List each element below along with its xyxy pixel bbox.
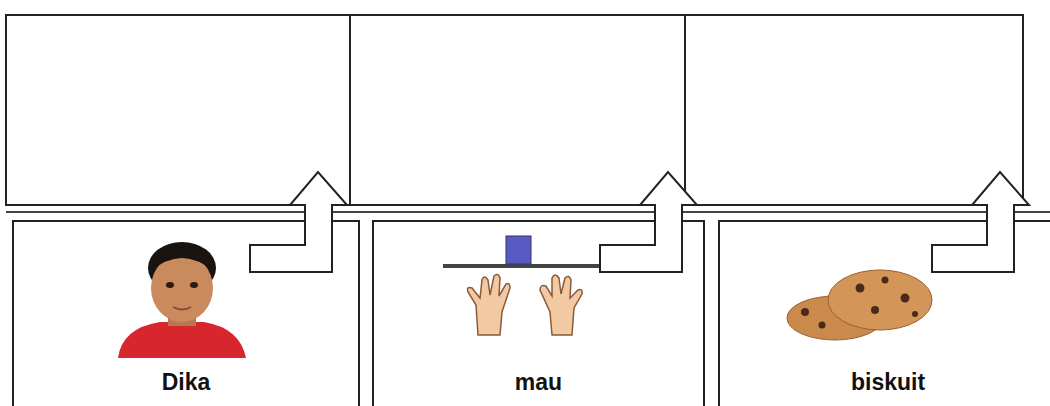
empty-slot — [6, 15, 350, 205]
neck — [168, 310, 196, 326]
want-symbol — [443, 236, 600, 335]
hand — [540, 275, 582, 335]
picture-card: biskuit — [718, 220, 1050, 406]
left-hand — [468, 274, 511, 335]
eye — [190, 282, 198, 288]
empty-slot — [350, 15, 685, 205]
boy-photo — [118, 242, 246, 358]
cookies-picture — [787, 270, 932, 340]
chocolate-chip — [856, 284, 865, 293]
fringe — [150, 250, 214, 272]
hand — [468, 274, 511, 335]
chocolate-chip — [912, 311, 918, 317]
chocolate-chip — [801, 308, 809, 316]
mouth — [173, 307, 191, 310]
purple-square — [506, 236, 531, 264]
chocolate-chip — [882, 277, 889, 284]
card-label: mau — [374, 369, 703, 396]
bent-arrow — [600, 172, 697, 272]
cookie — [828, 270, 932, 330]
cookie — [787, 296, 883, 340]
card-label: biskuit — [720, 369, 1050, 396]
chocolate-chip — [871, 306, 879, 314]
eye — [166, 282, 174, 288]
divider-line — [6, 211, 1050, 213]
chocolate-chip — [819, 322, 826, 329]
red-shirt — [118, 322, 246, 358]
picture-card: Dika — [12, 220, 360, 406]
face — [151, 254, 213, 322]
bent-arrow — [250, 172, 347, 272]
bar — [443, 264, 600, 268]
right-hand — [540, 275, 582, 335]
bent-arrow — [932, 172, 1029, 272]
empty-slot — [685, 15, 1023, 205]
hair — [148, 242, 216, 294]
card-label: Dika — [14, 369, 358, 396]
chocolate-chip — [901, 294, 910, 303]
picture-card: mau — [372, 220, 705, 406]
